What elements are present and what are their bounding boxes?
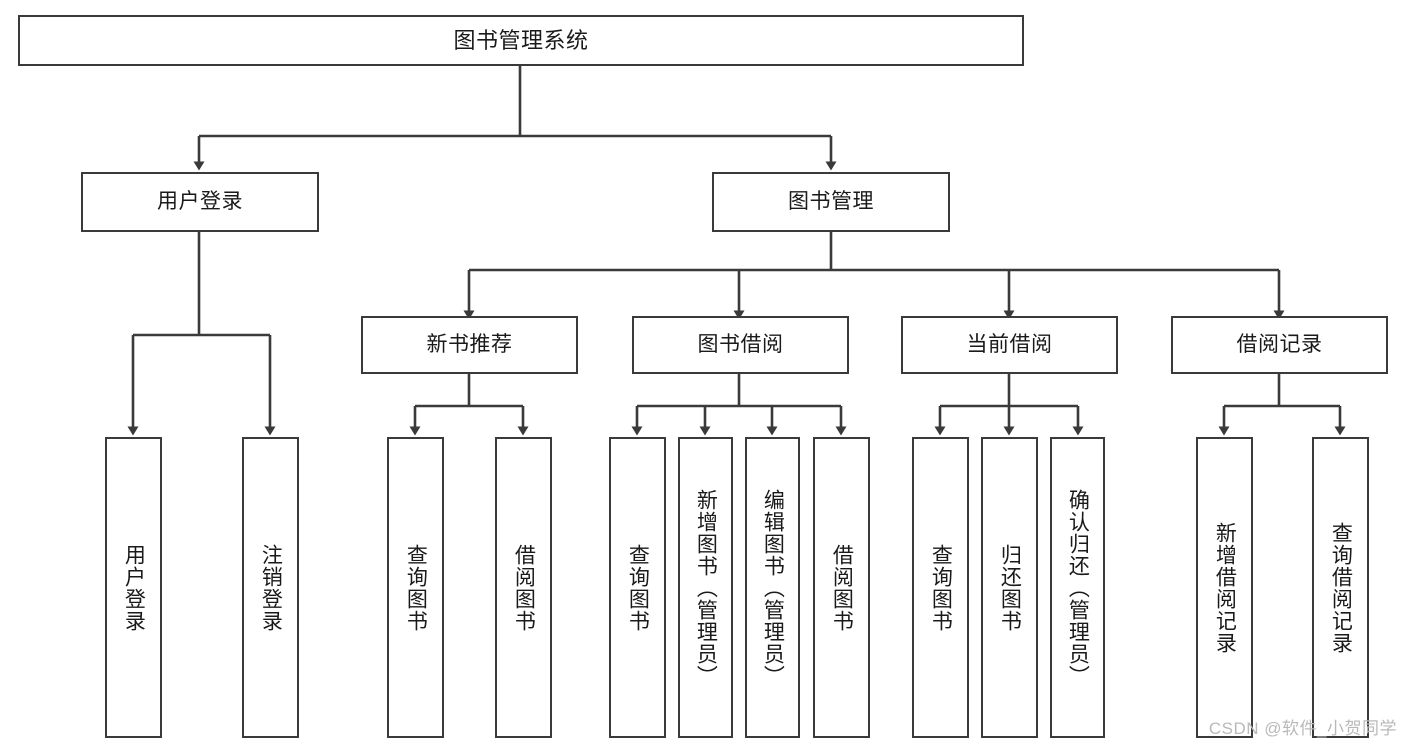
node-user-login[interactable]: 用户登录 <box>81 172 319 232</box>
node-current-borrow[interactable]: 当前借阅 <box>901 316 1118 374</box>
leaf-book-borrow-edit-book-admin[interactable]: 编辑图书（管理员） <box>745 437 800 738</box>
leaf-current-borrow-confirm-return-admin[interactable]: 确认归还（管理员） <box>1050 437 1105 738</box>
node-label: 借阅图书 <box>512 543 536 632</box>
node-label: 查询图书 <box>626 543 650 632</box>
node-label: 用户登录 <box>157 189 243 213</box>
node-book-borrow[interactable]: 图书借阅 <box>632 316 849 374</box>
node-borrow-record[interactable]: 借阅记录 <box>1171 316 1388 374</box>
leaf-user-login-logout[interactable]: 注销登录 <box>242 437 299 738</box>
leaf-current-borrow-query-book[interactable]: 查询图书 <box>912 437 969 738</box>
node-label: 查询图书 <box>404 543 428 632</box>
node-label: 用户登录 <box>122 543 146 632</box>
node-label: 图书借阅 <box>697 332 784 356</box>
node-book-management[interactable]: 图书管理 <box>712 172 950 232</box>
node-label: 注销登录 <box>259 543 283 632</box>
node-root-book-management-system[interactable]: 图书管理系统 <box>18 15 1024 66</box>
leaf-user-login-login[interactable]: 用户登录 <box>105 437 162 738</box>
watermark: CSDN @软件_小贺同学 <box>1208 719 1397 738</box>
node-label: 编辑图书（管理员） <box>761 488 785 687</box>
node-label: 查询借阅记录 <box>1329 521 1353 654</box>
node-label: 归还图书 <box>998 543 1022 632</box>
node-label: 新书推荐 <box>426 332 513 356</box>
node-label: 新增借阅记录 <box>1213 521 1237 654</box>
node-label: 图书管理系统 <box>453 27 589 53</box>
leaf-borrow-record-add-record[interactable]: 新增借阅记录 <box>1196 437 1253 738</box>
node-label: 查询图书 <box>929 543 953 632</box>
leaf-book-borrow-query-book[interactable]: 查询图书 <box>609 437 666 738</box>
leaf-book-borrow-borrow-book[interactable]: 借阅图书 <box>813 437 870 738</box>
leaf-current-borrow-return-book[interactable]: 归还图书 <box>981 437 1038 738</box>
node-label: 新增图书（管理员） <box>694 488 718 687</box>
node-label: 当前借阅 <box>966 332 1053 356</box>
leaf-borrow-record-query-record[interactable]: 查询借阅记录 <box>1312 437 1369 738</box>
leaf-new-book-borrow-book[interactable]: 借阅图书 <box>495 437 552 738</box>
node-label: 借阅记录 <box>1236 332 1323 356</box>
node-label: 借阅图书 <box>830 543 854 632</box>
leaf-book-borrow-add-book-admin[interactable]: 新增图书（管理员） <box>678 437 733 738</box>
leaf-new-book-query-book[interactable]: 查询图书 <box>387 437 444 738</box>
node-new-book-recommend[interactable]: 新书推荐 <box>361 316 578 374</box>
node-label: 确认归还（管理员） <box>1066 488 1090 687</box>
node-label: 图书管理 <box>788 189 874 213</box>
